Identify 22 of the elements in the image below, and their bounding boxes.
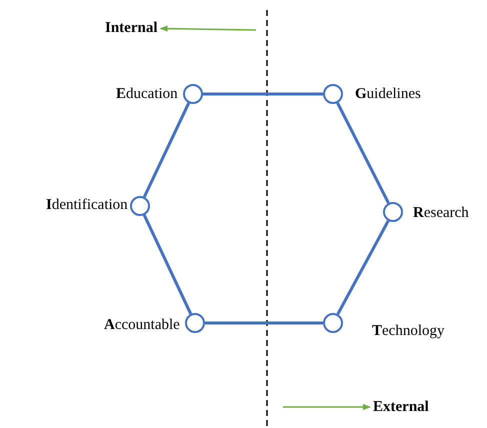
connector-line xyxy=(142,214,192,315)
node-label: Technology xyxy=(372,322,444,340)
circle-node xyxy=(323,84,343,104)
region-label: Internal xyxy=(105,19,158,37)
node-label: Guidelines xyxy=(355,85,421,103)
circle-node xyxy=(183,84,203,104)
connector-line xyxy=(203,92,323,96)
node-label: Education xyxy=(116,85,178,103)
node-label: Research xyxy=(413,204,469,222)
circle-node xyxy=(383,202,403,222)
circle-node xyxy=(130,196,150,216)
connector-line xyxy=(205,322,323,324)
region-label: External xyxy=(373,398,429,416)
node-label: Identification xyxy=(46,196,128,214)
node-label: Accountable xyxy=(104,316,180,334)
arrow xyxy=(160,25,256,32)
circle-node xyxy=(185,313,205,333)
circle-node xyxy=(323,313,343,333)
connector-line xyxy=(336,102,390,204)
arrow xyxy=(283,404,371,410)
connector-line xyxy=(142,102,190,198)
connector-line xyxy=(336,220,390,315)
